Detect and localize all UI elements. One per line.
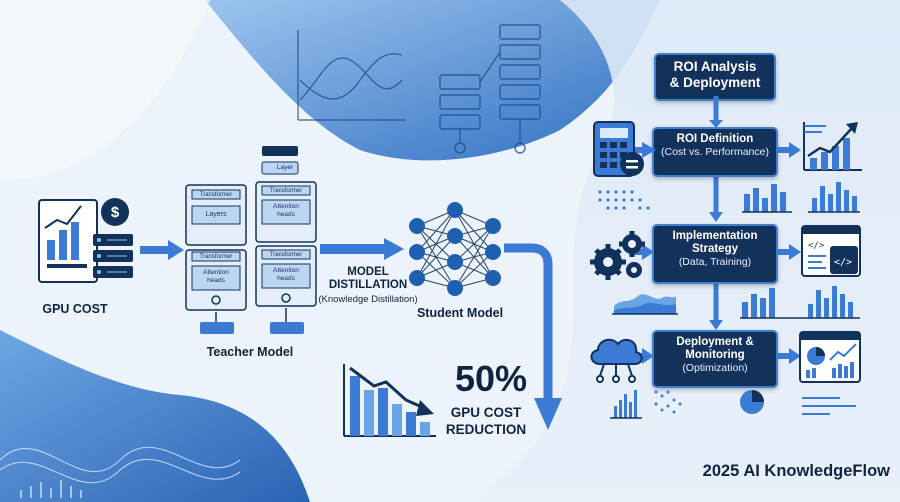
teacher-transformer-2: Transformer [199, 254, 233, 260]
bar-chart-decor-3 [610, 390, 682, 419]
gpu-cost-graphic [38, 198, 133, 283]
calculator-icon [593, 121, 644, 177]
teacher-model-label: Teacher Model [206, 345, 294, 359]
arrow-calc-to-roi [622, 142, 656, 158]
distillation-subtitle: (Knowledge Distillation) [318, 294, 418, 305]
declining-bar-chart [343, 364, 436, 437]
gear-icon [590, 231, 645, 280]
teacher-model-diagram [185, 146, 317, 334]
teacher-layers-label: Layers [205, 211, 227, 218]
dashboard-icon [799, 331, 861, 383]
arrow-gear-to-impl [630, 244, 654, 260]
line-decor [802, 397, 856, 415]
reduction-percent: 50% [454, 358, 528, 399]
teacher-transformer-4: Transformer [269, 252, 303, 258]
flow-header: ROI Analysis & Deployment [654, 53, 776, 101]
dot-pattern [598, 190, 650, 210]
cloud-network-icon [590, 338, 643, 383]
area-chart-decor [612, 294, 678, 315]
top-chart-decor [297, 30, 405, 121]
brand-footer: 2025 AI KnowledgeFlow [702, 462, 890, 480]
arrow-roi-to-chart [777, 142, 801, 158]
svg-text:</>: </> [808, 241, 825, 251]
flow-step-roi-definition: ROI Definition (Cost vs. Performance) [652, 127, 778, 177]
dollar-symbol: $ [110, 204, 120, 221]
bar-chart-decor-1 [742, 182, 860, 213]
mini-doc-lines [804, 125, 826, 133]
arrow-impl-to-code [777, 244, 801, 260]
svg-text:</>: </> [834, 257, 852, 268]
top-architecture-decor [439, 24, 541, 154]
teacher-transformer-3: Transformer [269, 188, 303, 194]
gpu-cost-label: GPU COST [42, 302, 108, 316]
bottom-left-wave [0, 330, 310, 502]
trend-chart-icon [803, 122, 862, 171]
dollar-coin-icon [101, 198, 129, 226]
code-window-icon: </> </> [801, 225, 861, 277]
arrow-to-reduction [504, 243, 562, 430]
arrow-deploy-to-dashboard [777, 348, 801, 364]
bar-chart-decor-2 [740, 286, 860, 319]
arrow-gpu-to-teacher [140, 240, 184, 260]
server-stack-icon [93, 234, 133, 278]
bottom-wave-lines [0, 446, 241, 498]
arrow-teacher-to-student [320, 238, 404, 260]
teacher-transformer-1: Transformer [199, 192, 233, 198]
pie-chart-decor [740, 390, 764, 414]
neural-network-icon [409, 202, 501, 296]
flow-step-deployment: Deployment & Monitoring (Optimization) [652, 330, 778, 388]
flow-step-implementation: Implementation Strategy (Data, Training) [652, 224, 778, 284]
teacher-layer-label: Layer [276, 164, 294, 171]
student-model-label: Student Model [416, 306, 504, 320]
